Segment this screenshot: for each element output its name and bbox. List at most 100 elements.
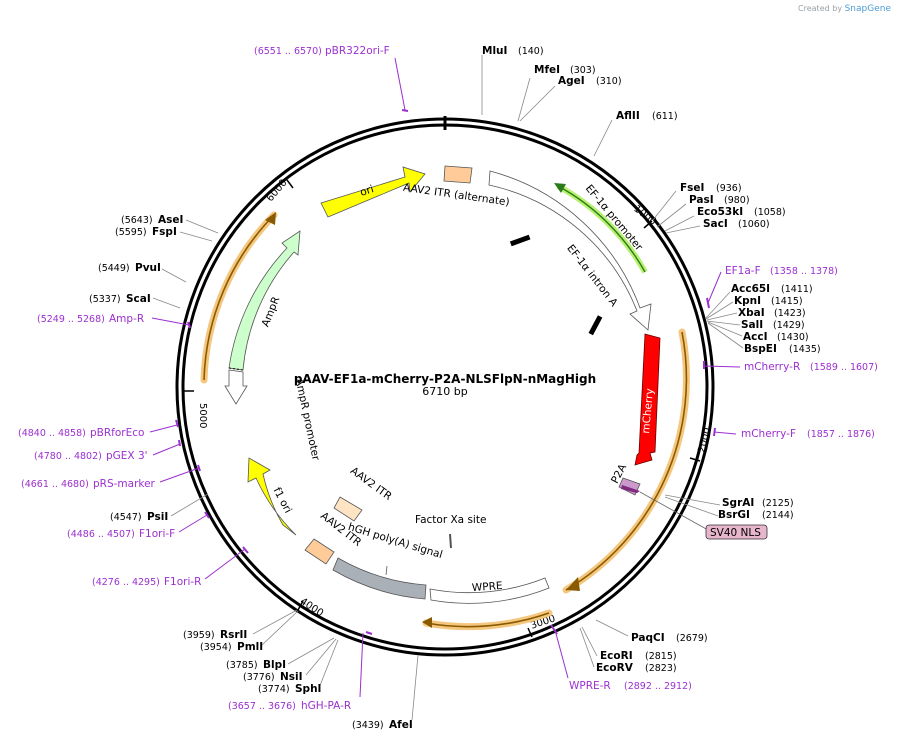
primer-range-hgh-pa-r: (3657 .. 3676) [228,701,296,712]
primer-name-f1ori-f: F1ori-F [139,528,175,540]
enzyme-pos-pmli: (3954) [200,642,232,653]
intron-end-bar [588,315,603,336]
enzyme-leaders [152,55,744,721]
ef1a-intron-label: EF-1α intron A [564,243,620,310]
enzyme-name-mlui: MluI [482,45,507,57]
enzyme-name-fspi: FspI [152,226,177,238]
sv40-nls-box [705,524,768,540]
enzyme-name-nsii: NsiI [280,671,303,683]
enzyme-pos-saci: (1060) [738,219,770,230]
enzyme-pos-asei: (5643) [121,215,153,226]
enzyme-pos-sphi: (3774) [258,684,290,695]
enzyme-name-afei: AfeI [389,719,413,731]
enzyme-name-eco53ki: Eco53kI [697,206,743,218]
enzyme-name-kpni: KpnI [734,295,761,307]
primer-range-wpre-r: (2892 .. 2912) [624,681,692,692]
tick-6000-mark [286,179,294,189]
enzyme-name-sphi: SphI [295,683,321,695]
primer-range-amp-r: (5249 .. 5268) [37,314,105,325]
orf-arrowhead-2 [422,617,432,628]
aav2-itr-box-1 [333,496,363,522]
enzyme-pos-rsrii: (3959) [183,630,215,641]
enzyme-name-acc65i: Acc65I [731,283,770,295]
enzyme-pos-pvui: (5449) [98,263,130,274]
primer-range-pbrforeco: (4840 .. 4858) [18,428,86,439]
primer-name-mcherry-f: mCherry-F [741,428,796,440]
primer-name-hgh-pa-r: hGH-PA-R [301,700,351,712]
enzyme-pos-acci: (1430) [777,332,809,343]
enzyme-name-psii: PsiI [147,511,168,523]
ampr-label: AmpR [260,295,283,329]
primer-leaders [149,57,741,698]
tick-5000: 5000 [197,403,208,428]
enzyme-name-pmli: PmlI [237,641,263,653]
primer-name-f1ori-r: F1ori-R [164,576,201,588]
enzyme-pos-aflii: (611) [652,111,678,122]
intron-start-bar [509,234,531,247]
factor-xa-mark [449,533,452,549]
plasmid-name: pAAV-EF1a-mCherry-P2A-NLSFlpN-nMagHigh [294,372,596,386]
primer-name-pbr322ori-f: pBR322ori-F [325,45,390,57]
ori-feature [320,166,426,218]
enzyme-pos-kpni: (1415) [771,296,803,307]
primer-range-mcherry-f: (1857 .. 1876) [807,429,875,440]
primer-name-amp-r: Amp-R [109,313,144,325]
ori-label: ori [359,183,376,199]
enzyme-pos-fsei: (936) [716,183,742,194]
enzyme-name-pasi: PasI [689,194,714,206]
snapgene-logo: SnapGene [844,4,891,14]
enzyme-name-acci: AccI [743,331,767,343]
aav2-itr-box-2 [304,538,335,565]
factor-xa-label: Factor Xa site [415,514,486,526]
orf-mcherry-flp-line [565,331,688,591]
enzyme-name-ecori: EcoRI [600,650,633,662]
primer-name-wpre-r: WPRE-R [569,680,611,692]
enzyme-name-rsrii: RsrII [220,629,247,641]
primer-name-ef1a-f: EF1a-F [725,265,761,277]
tick-6000: 6000 [265,178,290,205]
ef1a-promoter-label: EF-1α promoter [583,183,645,254]
enzyme-pos-bspei: (1435) [789,344,821,355]
sv40-nls-label: SV40 NLS [710,527,761,539]
enzyme-name-xbai: XbaI [738,307,765,319]
tick-2000: 2000 [697,427,714,454]
enzyme-name-ecorv: EcoRV [596,662,634,674]
primer-range-pgex3: (4780 .. 4802) [34,451,102,462]
f1-ori-arrow [247,457,297,536]
enzyme-pos-pasi: (980) [724,195,750,206]
enzyme-pos-eco53ki: (1058) [754,207,786,218]
hgh-polya-leader [385,565,388,576]
tick-1000-mark [643,220,653,229]
primer-range-f1ori-r: (4276 .. 4295) [92,577,160,588]
enzyme-pos-ecorv: (2823) [645,663,677,674]
sv40-nls-leader [639,491,709,531]
plasmid-size: 6710 bp [422,385,467,398]
enzyme-name-saci: SacI [703,218,728,230]
primer-range-pbr322ori-f: (6551 .. 6570) [254,46,322,57]
enzyme-name-fsei: FseI [680,182,704,194]
enzyme-pos-paqci: (2679) [676,633,708,644]
mcherry-arrow [634,333,661,466]
enzyme-name-blpi: BlpI [263,659,286,671]
ef1a-highlight-line [557,185,646,273]
ef1a-highlight-arrowhead [554,183,566,193]
enzyme-name-bspei: BspEI [744,343,777,355]
primer-name-pgex3: pGEX 3' [106,450,148,462]
ampr-promoter-arrow [224,369,248,405]
enzyme-pos-fspi: (5595) [115,227,147,238]
enzyme-pos-scai: (5337) [89,294,121,305]
enzyme-pos-sgrai: (2125) [762,498,794,509]
primer-name-pbrforeco: pBRforEco [90,427,144,439]
f1-ori-label: f1 ori [271,485,294,515]
enzyme-pos-xbai: (1423) [774,308,806,319]
enzyme-pos-agei: (310) [596,76,622,87]
enzyme-name-mfei: MfeI [534,64,560,76]
enzyme-pos-bsrgi: (2144) [762,510,794,521]
wpre-label: WPRE [472,580,503,594]
enzyme-name-agei: AgeI [558,75,585,87]
primer-range-ef1a-f: (1358 .. 1378) [770,266,838,277]
primer-labels: (6551 .. 6570) pBR322ori-F EF1a-F (1358 … [18,45,878,712]
orf-3-line [203,214,275,381]
enzyme-pos-afei: (3439) [352,720,384,731]
